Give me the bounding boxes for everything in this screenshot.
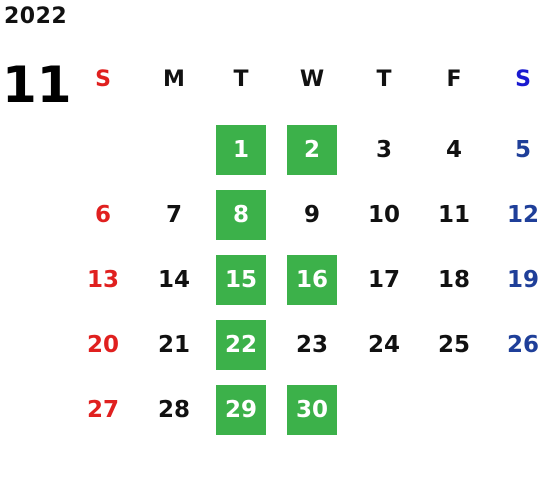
day-cell[interactable]: 15	[216, 255, 266, 305]
weekday-header: F	[446, 67, 462, 92]
day-cell[interactable]: 5	[514, 137, 531, 163]
day-cell[interactable]: 14	[157, 267, 190, 293]
day-cell[interactable]: 2	[287, 125, 337, 175]
day-cell[interactable]: 21	[157, 332, 190, 358]
day-cell[interactable]: 6	[94, 202, 111, 228]
weekday-header: S	[95, 67, 111, 92]
day-cell[interactable]: 1	[216, 125, 266, 175]
day-cell[interactable]: 12	[506, 202, 539, 228]
day-cell[interactable]: 26	[506, 332, 539, 358]
day-cell[interactable]: 19	[506, 267, 539, 293]
month-number: 11	[2, 56, 72, 114]
day-cell[interactable]: 29	[216, 385, 266, 435]
day-cell[interactable]: 18	[437, 267, 470, 293]
day-cell[interactable]: 8	[216, 190, 266, 240]
day-cell[interactable]: 17	[367, 267, 400, 293]
weekday-header: T	[376, 67, 392, 92]
weekday-header: T	[233, 67, 249, 92]
day-cell[interactable]: 4	[445, 137, 462, 163]
day-cell[interactable]: 20	[86, 332, 119, 358]
weekday-header: M	[163, 67, 185, 92]
weekday-header: W	[299, 67, 325, 92]
day-cell[interactable]: 24	[367, 332, 400, 358]
day-cell[interactable]: 25	[437, 332, 470, 358]
day-cell[interactable]: 13	[86, 267, 119, 293]
day-cell[interactable]: 10	[367, 202, 400, 228]
year-label: 2022	[4, 4, 68, 29]
day-cell[interactable]: 22	[216, 320, 266, 370]
day-cell[interactable]: 23	[295, 332, 328, 358]
day-cell[interactable]: 16	[287, 255, 337, 305]
day-cell[interactable]: 28	[157, 397, 190, 423]
day-cell[interactable]: 7	[165, 202, 182, 228]
weekday-header: S	[515, 67, 531, 92]
day-cell[interactable]: 9	[303, 202, 320, 228]
day-cell[interactable]: 3	[375, 137, 392, 163]
day-cell[interactable]: 27	[86, 397, 119, 423]
day-cell[interactable]: 30	[287, 385, 337, 435]
day-cell[interactable]: 11	[437, 202, 470, 228]
